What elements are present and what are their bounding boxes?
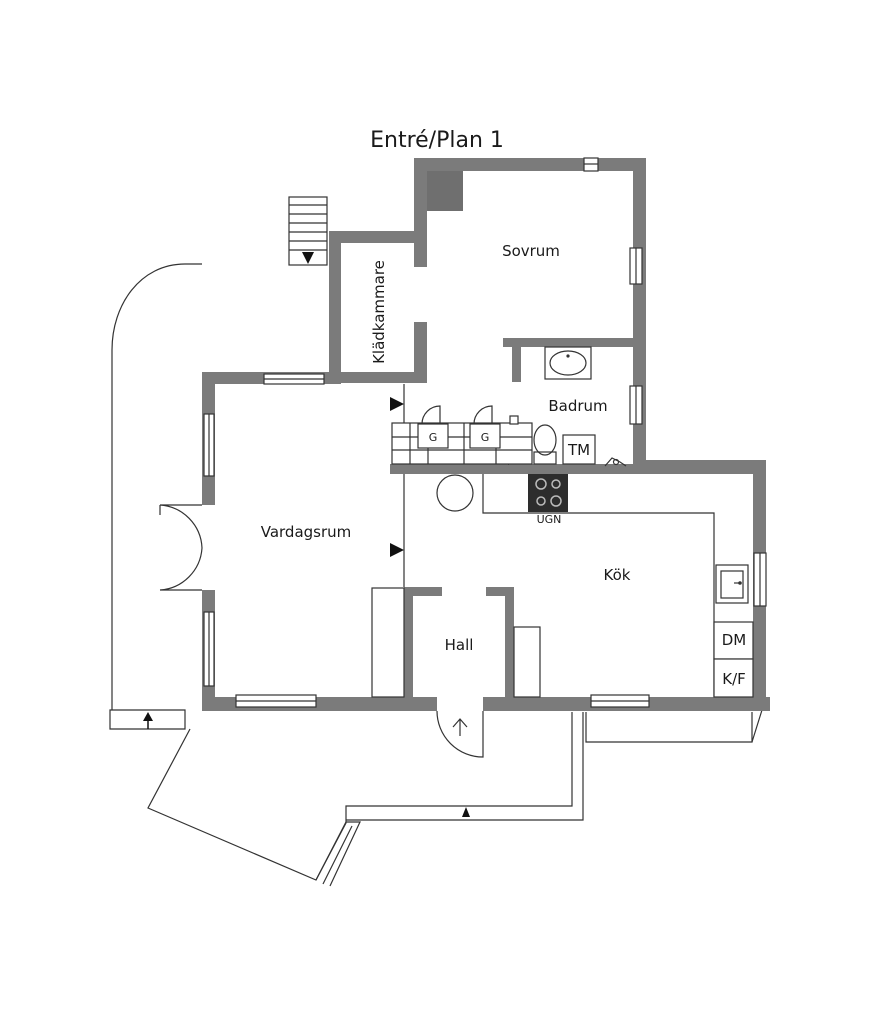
- room-sovrum: Sovrum: [502, 242, 560, 260]
- room-kok: Kök: [604, 566, 631, 584]
- dining-table: [436, 474, 474, 512]
- room-labels: Sovrum Klädkammare Badrum Vardagsrum Kök…: [261, 242, 631, 654]
- g-label-1: G: [429, 431, 438, 444]
- terrace-outline: [109, 263, 763, 887]
- room-kladkammare: Klädkammare: [370, 260, 388, 364]
- room-badrum: Badrum: [548, 397, 607, 415]
- room-hall: Hall: [445, 636, 474, 654]
- entrance-door: [436, 697, 484, 758]
- outside-stairs: [288, 196, 328, 266]
- stairs-arrow-icon: [302, 252, 314, 264]
- partitions: [371, 384, 541, 698]
- bathroom-fixtures: G G TM: [391, 346, 627, 467]
- tm-label: TM: [567, 441, 590, 459]
- fridge-freezer: [713, 658, 754, 698]
- patio-double-door: [159, 504, 215, 591]
- windows: [203, 157, 767, 708]
- dishwasher: [713, 621, 754, 660]
- stove: [528, 474, 568, 512]
- ugn-label: UGN: [537, 513, 562, 526]
- g-label-2: G: [481, 431, 490, 444]
- dm-label: DM: [722, 631, 747, 649]
- washing-machine: [562, 434, 596, 465]
- chimney: [427, 171, 463, 211]
- kf-label: K/F: [722, 670, 746, 688]
- plan-title: Entré/Plan 1: [370, 128, 504, 153]
- room-vardagsrum: Vardagsrum: [261, 523, 352, 541]
- kitchen-fixtures: UGN DM K/F: [436, 474, 754, 698]
